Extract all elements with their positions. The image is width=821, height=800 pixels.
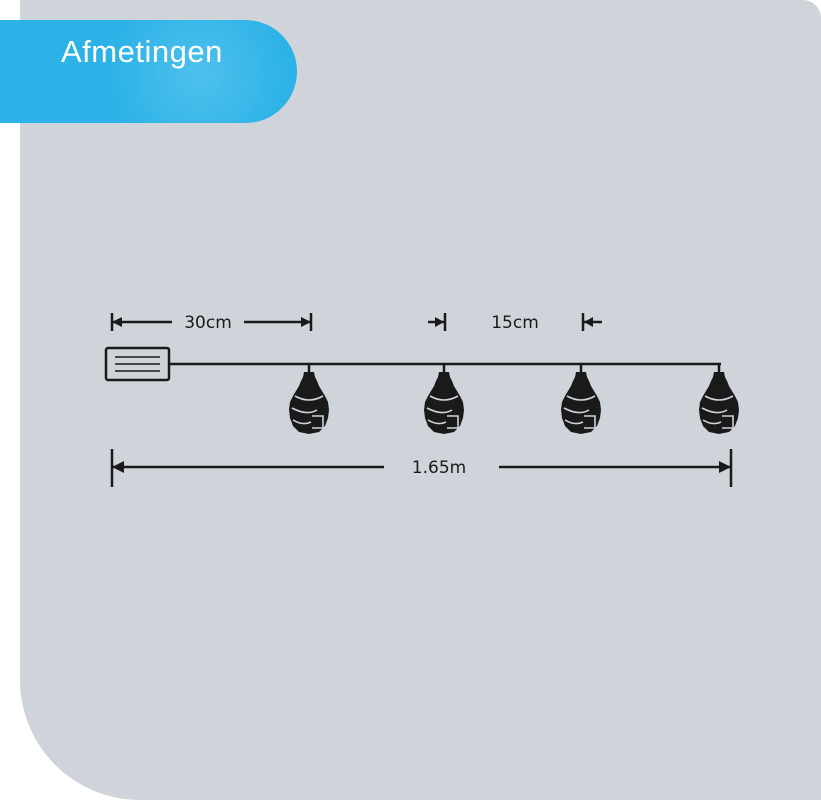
page-title: Afmetingen	[61, 34, 223, 69]
dimension-30cm: 30cm	[110, 313, 313, 333]
section-tab	[0, 20, 297, 123]
label-30cm: 30cm	[184, 313, 232, 333]
dimension-total-length: 1.65m	[110, 449, 733, 487]
bulb-3	[559, 362, 603, 436]
label-total-length: 1.65m	[412, 458, 466, 478]
bulb-4	[697, 362, 741, 436]
tab-glow	[100, 20, 297, 123]
bulb-2	[422, 362, 466, 436]
background-panel	[20, 0, 821, 800]
dimension-15cm: 15cm	[428, 313, 602, 333]
bulb-1	[287, 362, 331, 436]
label-15cm: 15cm	[491, 313, 539, 333]
controller-box	[104, 346, 171, 382]
